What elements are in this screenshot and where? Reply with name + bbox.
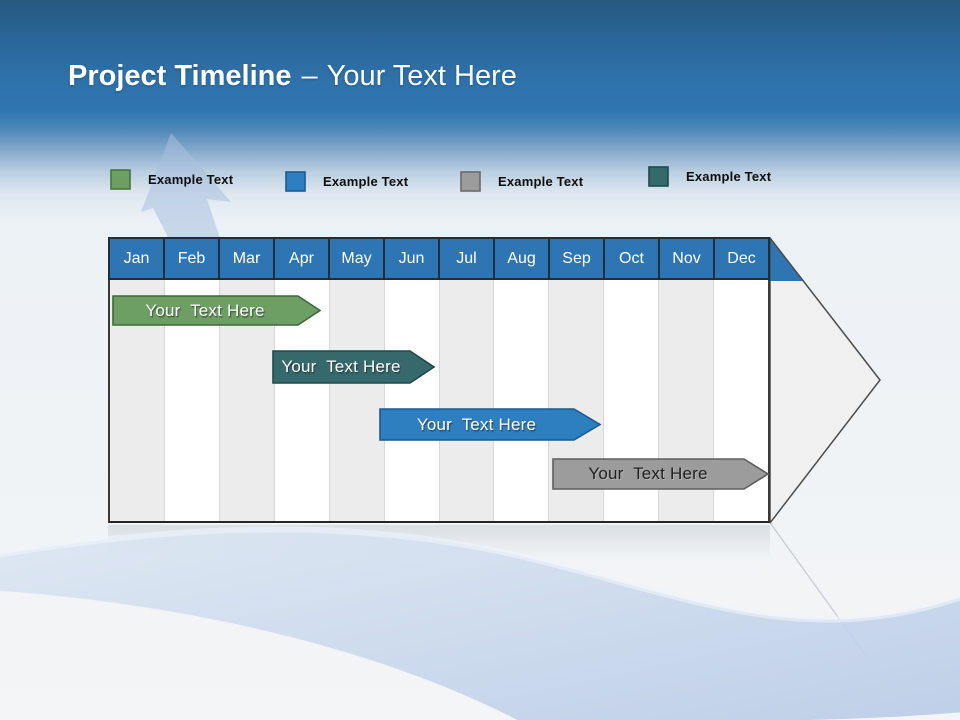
month-header-cell[interactable]: Oct: [605, 239, 660, 278]
legend-label: Example Text: [686, 169, 772, 184]
legend-item[interactable]: Example Text: [110, 169, 233, 190]
legend-item[interactable]: Example Text: [285, 171, 408, 192]
bar-label: Your Text Here: [145, 301, 265, 320]
month-header-row: Jan Feb Mar Apr May Jun Jul Aug Sep Oct …: [108, 237, 770, 280]
table-column: [604, 280, 660, 521]
table-column: [494, 280, 550, 521]
title-dash: –: [301, 60, 318, 92]
bar-label: Your Text Here: [281, 357, 401, 376]
bar-shape: [272, 350, 436, 384]
legend-label: Example Text: [148, 172, 234, 187]
bar-label: Your Text Here: [416, 415, 537, 434]
legend-item[interactable]: Example Text: [460, 171, 583, 192]
legend-swatch: [648, 166, 669, 187]
timeline-bar[interactable]: Your Text Here: [552, 458, 770, 490]
table-column: [439, 280, 495, 521]
bar-shape: [112, 295, 322, 326]
legend-item[interactable]: Example Text: [648, 166, 771, 187]
table-column: [165, 280, 220, 521]
legend-label: Example Text: [498, 174, 584, 189]
month-header-cell[interactable]: May: [330, 239, 385, 278]
month-header-cell[interactable]: Apr: [275, 239, 330, 278]
bar-shape: [552, 458, 770, 490]
legend-swatch: [460, 171, 481, 192]
slide-title[interactable]: Project Timeline–Your Text Here: [68, 60, 517, 93]
legend-swatch: [110, 169, 131, 190]
title-placeholder-text: Your Text Here: [326, 60, 517, 92]
timeline-bar[interactable]: Your Text Here: [272, 350, 436, 384]
timeline-arrow-head: [770, 237, 881, 524]
bar-label: Your Text Here: [588, 464, 708, 483]
title-bold-text: Project Timeline: [68, 60, 292, 92]
timeline-bar[interactable]: Your Text Here: [379, 408, 602, 441]
month-header-cell[interactable]: Jun: [385, 239, 440, 278]
month-header-cell[interactable]: Jul: [440, 239, 495, 278]
table-column: [329, 280, 385, 521]
timeline-bar[interactable]: Your Text Here: [112, 295, 322, 326]
legend-label: Example Text: [323, 174, 409, 189]
month-header-cell[interactable]: Feb: [165, 239, 220, 278]
month-header-cell[interactable]: Mar: [220, 239, 275, 278]
month-header-cell[interactable]: Dec: [727, 249, 756, 267]
month-header-cell[interactable]: Sep: [550, 239, 605, 278]
month-header-cell[interactable]: Jan: [110, 239, 165, 278]
month-header-cell[interactable]: Nov: [660, 239, 715, 278]
table-column: [275, 280, 330, 521]
bar-shape: [379, 408, 602, 441]
table-column: [385, 280, 440, 521]
month-header-cell[interactable]: Aug: [495, 239, 550, 278]
legend-swatch: [285, 171, 306, 192]
